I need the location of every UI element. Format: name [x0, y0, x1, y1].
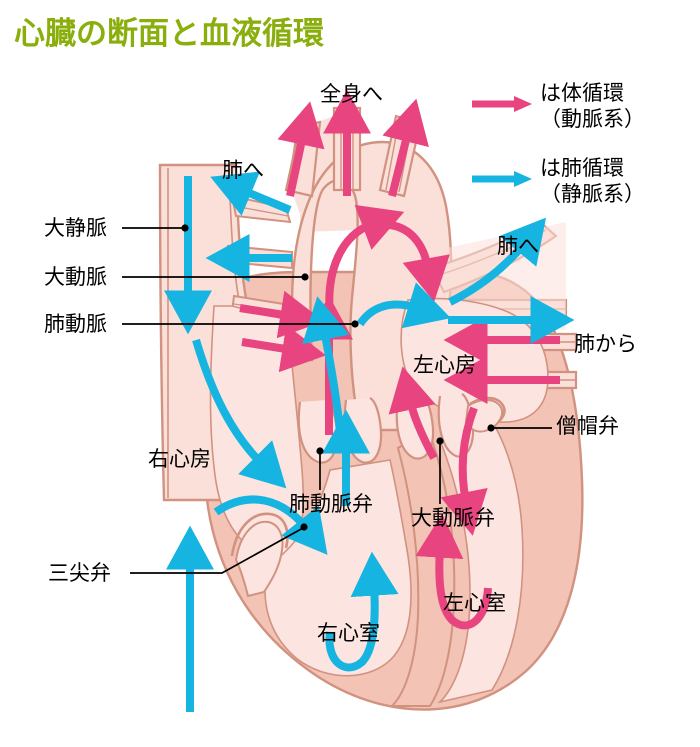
- leader-lines: [122, 224, 552, 574]
- legend-pulmonary-arrow-icon: [472, 171, 532, 187]
- arrow-aorta-arch-descend: [389, 221, 450, 302]
- arrow-to-lung-upper-left: [210, 171, 292, 216]
- arrow-to-lung-upper-right: [448, 217, 547, 306]
- label-left-atrium: 左心房: [413, 353, 476, 377]
- label-left-ventricle: 左心室: [443, 591, 506, 615]
- leader-tricuspid-valve: [130, 527, 304, 574]
- arrow-tricuspid-inflow: [213, 495, 328, 555]
- label-right-atrium: 右心房: [148, 447, 211, 471]
- arrow-aortic-valve-outflow: [388, 366, 438, 460]
- label-to-lung-right: 肺へ: [497, 234, 539, 258]
- legend-pulmonary-line1: は肺循環: [540, 156, 624, 180]
- label-right-ventricle: 右心室: [317, 621, 380, 645]
- arrow-pulm-branch-low: [241, 324, 326, 373]
- legend-item-pulmonary: は肺循環 （静脈系）: [540, 155, 645, 208]
- label-from-lung: 肺から: [574, 332, 637, 356]
- label-aortic-valve: 大動脈弁: [411, 506, 495, 530]
- legend-arrow-icons: [472, 96, 532, 187]
- page-title: 心臓の断面と血液循環: [14, 16, 324, 52]
- arrow-left-atrium-to-ventricle: [440, 406, 488, 536]
- label-pulmonary-valve: 肺動脈弁: [289, 492, 373, 516]
- pulmonary-flow-arrows: [164, 171, 575, 712]
- arrow-pulmonary-split-right: [356, 282, 451, 329]
- arrow-right-ventricle-loop: [325, 551, 399, 672]
- label-to-lung-left: 肺へ: [222, 158, 264, 182]
- label-mitral-valve: 僧帽弁: [556, 414, 619, 438]
- legend-systemic-line2: （動脈系）: [540, 107, 645, 132]
- label-to-whole-body: 全身へ: [320, 82, 383, 106]
- legend-pulmonary-line2: （静脈系）: [540, 182, 645, 207]
- arrow-right-atrium-down: [192, 338, 287, 489]
- arrow-pulm-branch-mid: [239, 290, 324, 339]
- legend-systemic-line1: は体循環: [540, 81, 624, 105]
- label-aorta: 大動脈: [44, 265, 107, 289]
- label-vena-cava: 大静脈: [44, 216, 107, 240]
- legend-item-systemic: は体循環 （動脈系）: [540, 80, 645, 133]
- label-tricuspid-valve: 三尖弁: [48, 561, 111, 585]
- arrow-branch-right-up: [382, 98, 429, 197]
- arrow-left-ventricle-loop: [415, 513, 492, 630]
- legend-systemic-arrow-icon: [472, 96, 532, 112]
- label-pulmonary-artery: 肺動脈: [44, 312, 107, 336]
- arrow-branch-left-up: [277, 101, 325, 197]
